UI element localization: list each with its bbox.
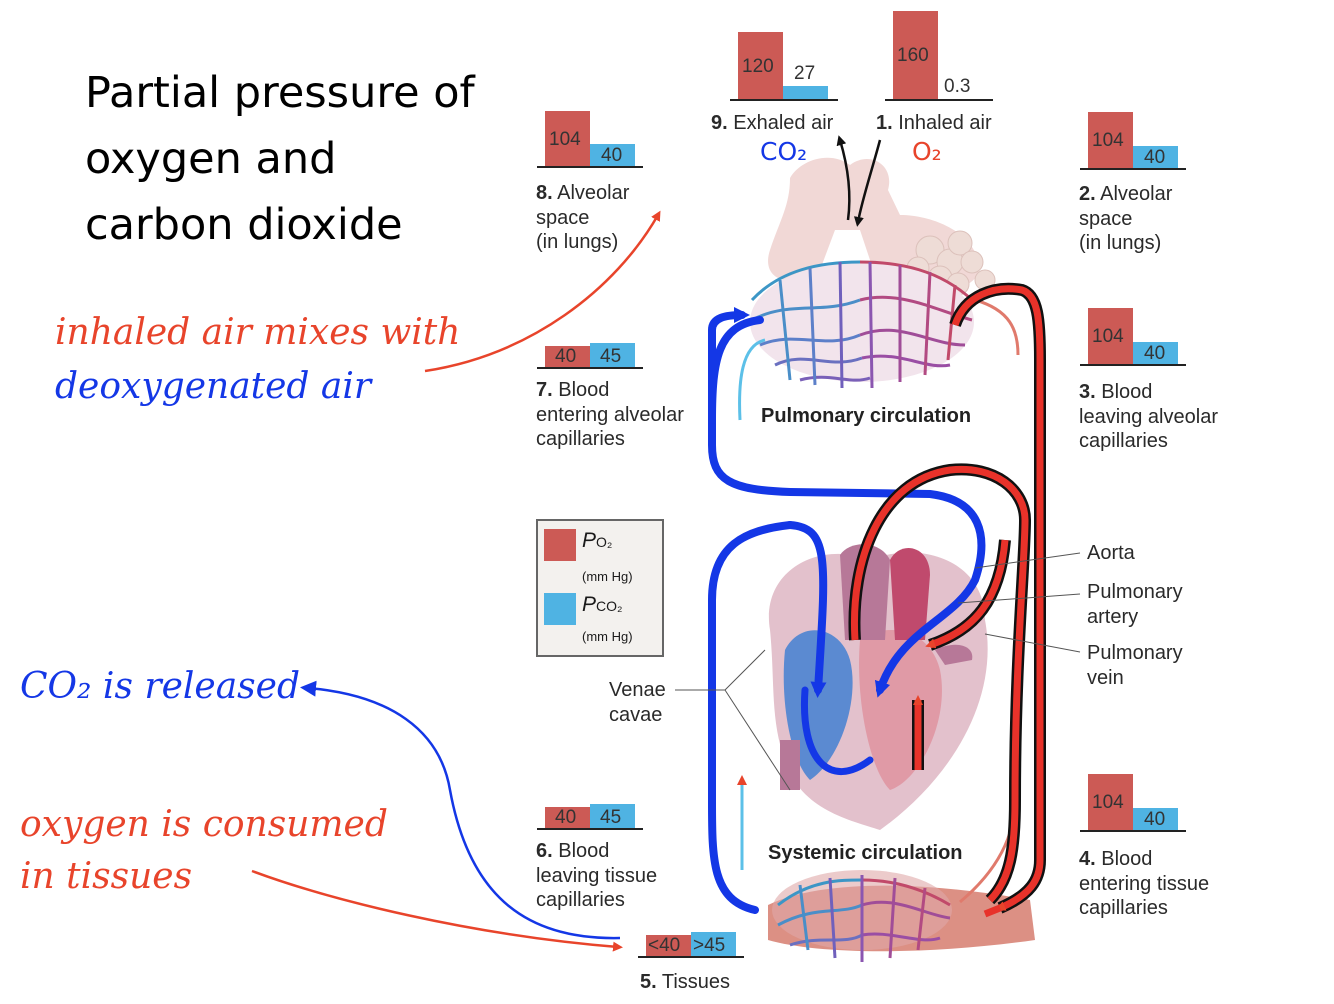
anatomy-leader-lines <box>675 552 1081 791</box>
stage-9-pco2: 27 <box>794 63 816 84</box>
legend-pco2-unit: (mm Hg) <box>582 629 633 644</box>
legend-pco2-swatch <box>544 593 576 625</box>
systemic-capillaries <box>768 870 1035 962</box>
stage-3-pco2: 40 <box>1144 343 1166 364</box>
annotation-inhaled-1: inhaled air mixes with <box>55 312 461 353</box>
stage-9-po2: 120 <box>742 56 774 77</box>
stage-2-po2: 104 <box>1092 130 1124 151</box>
stage-1-po2: 160 <box>897 45 929 66</box>
stage-4-pco2: 40 <box>1144 809 1166 830</box>
legend-po2-label: PO₂ <box>582 529 613 552</box>
stage-3-po2: 104 <box>1092 326 1124 347</box>
oxygenated-route <box>848 282 1046 918</box>
stage-7-po2: 40 <box>555 346 577 367</box>
legend-pco2-label: PCO₂ <box>582 593 623 616</box>
title-line-2: oxygen and <box>85 134 337 184</box>
stage-1-label: 1. Inhaled air <box>876 112 992 134</box>
title-line-1: Partial pressure of <box>85 68 475 118</box>
legend-po2-swatch <box>544 529 576 561</box>
annotation-oxygen-1: oxygen is consumed <box>20 804 388 845</box>
legend: PO₂ (mm Hg) PCO₂ (mm Hg) <box>536 519 664 657</box>
aorta-label: Aorta <box>1087 542 1135 564</box>
title-line-3: carbon dioxide <box>85 200 403 250</box>
stage-9-label: 9. Exhaled air <box>711 112 834 134</box>
deoxygenated-route <box>708 307 986 914</box>
stage-1-pco2: 0.3 <box>944 76 971 97</box>
stage-7-pco2: 45 <box>600 346 622 367</box>
co2-gas-label: CO₂ <box>760 137 808 166</box>
stage-4-po2: 104 <box>1092 792 1124 813</box>
annotation-arrows <box>251 210 661 952</box>
annotation-oxygen-2: in tissues <box>20 856 193 897</box>
stage-6-pco2: 45 <box>600 807 622 828</box>
annotation-co2-released: CO₂ is released <box>20 666 300 707</box>
stage-5-pco2: >45 <box>693 935 726 956</box>
systemic-circulation-label: Systemic circulation <box>768 842 963 864</box>
stage-2-pco2: 40 <box>1144 147 1166 168</box>
stage-5-po2: <40 <box>648 935 681 956</box>
o2-gas-label: O₂ <box>912 137 942 166</box>
air-flow-arrows <box>836 135 882 227</box>
stage-5-label: 5. Tissues <box>640 971 731 993</box>
stage-6-po2: 40 <box>555 807 577 828</box>
pulmonary-circulation-label: Pulmonary circulation <box>761 405 972 427</box>
legend-po2-unit: (mm Hg) <box>582 569 633 584</box>
pulmonary-capillaries <box>750 260 974 389</box>
annotation-inhaled-2: deoxygenated air <box>55 366 372 407</box>
stage-8-po2: 104 <box>549 129 581 150</box>
stage-8-pco2: 40 <box>601 145 623 166</box>
